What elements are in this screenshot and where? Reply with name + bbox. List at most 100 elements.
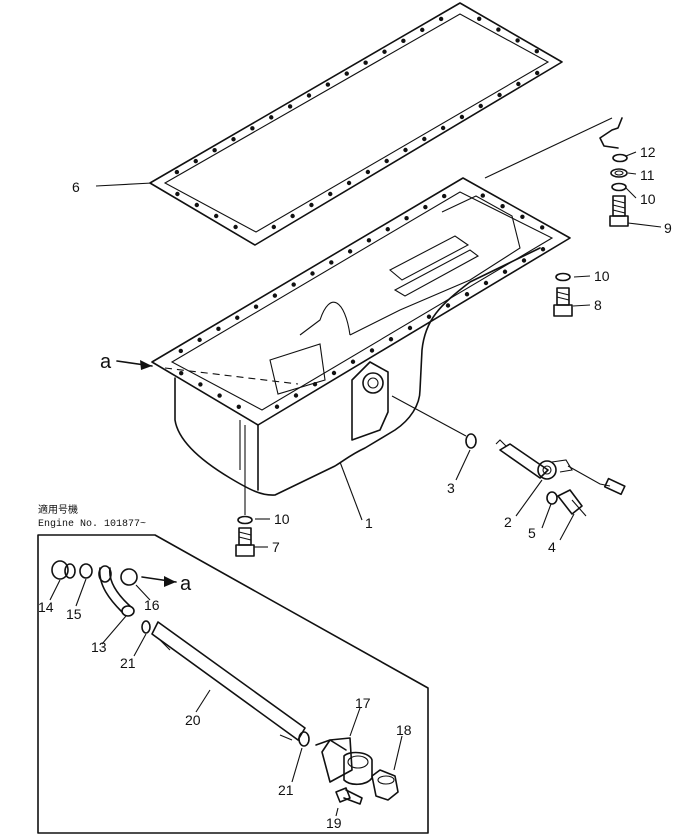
pan-bolt-hole <box>217 393 222 398</box>
gasket-bolt-hole <box>325 82 331 87</box>
pan-bolt-hole <box>350 359 356 364</box>
callout-5: 5 <box>528 525 536 541</box>
pan-bolt-hole <box>521 258 527 263</box>
gasket-bolt-hole <box>271 224 277 230</box>
pan-bolt-hole <box>274 404 280 409</box>
gasket-bolt-hole <box>477 16 482 21</box>
sensor-assembly-2 <box>495 439 626 517</box>
pan-bolt-hole <box>366 238 372 243</box>
pan-bolt-hole <box>253 304 259 309</box>
callout-11: 11 <box>640 167 655 183</box>
leader-lines <box>49 151 662 817</box>
callout-13: 13 <box>91 639 107 655</box>
pan-bolt-hole <box>347 249 353 254</box>
pan-bolt-hole <box>293 393 299 398</box>
gasket-bolt-hole <box>175 191 180 197</box>
hardware-stack-right <box>599 117 629 227</box>
callout-19: 19 <box>326 815 342 831</box>
pan-bolt-hole <box>178 348 184 354</box>
gasket-bolt-hole <box>363 60 368 65</box>
gasket-bolt-hole <box>420 27 425 33</box>
pan-bolt-hole <box>520 214 525 219</box>
callout-6: 6 <box>72 179 80 195</box>
pan-bolt-hole <box>329 260 334 265</box>
gasket-bolt-hole <box>212 147 217 153</box>
pan-bolt-hole <box>331 370 337 376</box>
ref-a-main: a <box>100 351 112 373</box>
inset-parts <box>51 560 399 805</box>
gasket-bolt-hole <box>233 224 238 230</box>
callout-4: 4 <box>548 539 556 555</box>
gasket-bolt-hole <box>214 213 219 219</box>
gasket-bolt-hole <box>401 38 406 44</box>
gasket-bolt-hole <box>534 70 540 76</box>
pan-bolt-hole <box>445 303 451 308</box>
pan-bolt-hole <box>236 404 241 409</box>
gasket-bolt-hole <box>382 49 387 54</box>
pan-bolt-hole <box>404 215 409 221</box>
gasket-bolt-hole <box>515 38 520 43</box>
pan-bolt-hole <box>291 282 296 287</box>
gasket-bolt-hole <box>422 136 427 142</box>
callout-8: 8 <box>594 297 602 313</box>
callout-20: 20 <box>185 712 201 728</box>
gasket-bolt-hole <box>194 202 199 208</box>
gasket <box>149 2 563 246</box>
callout-3: 3 <box>447 480 455 496</box>
gasket-bolt-hole <box>440 125 446 131</box>
pan-bolt-hole <box>500 204 505 209</box>
gasket-bolt-hole <box>231 137 236 142</box>
pan-bolt-hole <box>312 382 318 387</box>
callout-15: 15 <box>66 606 82 622</box>
pan-bolt-hole <box>483 280 489 286</box>
callout-labels: 6 12 11 10 9 10 8 a 3 1 10 7 2 5 4 適用号機 … <box>38 144 672 831</box>
gasket-bolt-hole <box>496 27 501 32</box>
pan-bolt-hole <box>310 271 315 276</box>
callout-2: 2 <box>504 514 512 530</box>
callout-21-lower: 21 <box>278 782 294 798</box>
callout-1: 1 <box>365 515 373 531</box>
bolt-8-assembly <box>553 272 573 317</box>
pan-bolt-hole <box>540 225 545 230</box>
pan-bolt-hole <box>198 382 203 387</box>
gasket-bolt-hole <box>516 81 521 87</box>
oil-pan <box>151 177 571 496</box>
gasket-bolt-hole <box>384 158 389 164</box>
callout-17: 17 <box>355 695 371 711</box>
pan-bolt-hole <box>426 314 432 319</box>
inset-note-line2: Engine No. 101877~ <box>38 518 146 530</box>
gasket-bolt-hole <box>193 158 198 164</box>
callout-14: 14 <box>38 599 54 615</box>
gasket-bolt-hole <box>478 103 483 109</box>
pan-bolt-hole <box>272 293 278 298</box>
pan-bolt-hole <box>441 193 447 199</box>
pan-bolt-hole <box>502 269 508 274</box>
pan-bolt-hole <box>179 371 184 376</box>
callout-18: 18 <box>396 722 412 738</box>
gasket-bolt-hole <box>365 169 371 175</box>
callout-16: 16 <box>144 597 160 613</box>
pan-bolt-hole <box>235 315 240 320</box>
pan-bolt-hole <box>480 193 485 198</box>
gasket-bolt-hole <box>346 180 352 186</box>
callout-10-mid: 10 <box>594 268 610 284</box>
o-ring-3 <box>465 433 477 449</box>
bolt-7-assembly <box>235 425 255 557</box>
pan-bolt-hole <box>197 337 202 343</box>
gasket-bolt-hole <box>459 114 465 120</box>
pan-bolt-hole <box>540 247 546 252</box>
callout-10-low: 10 <box>274 511 290 527</box>
gasket-bolt-hole <box>534 49 539 54</box>
gasket-bolt-hole <box>438 16 444 22</box>
callout-12: 12 <box>640 144 656 160</box>
gasket-bolt-hole <box>306 93 312 98</box>
pan-bolt-hole <box>464 292 470 297</box>
gasket-bolt-hole <box>344 71 349 76</box>
inset-note-line1: 適用号機 <box>38 503 78 517</box>
gasket-bolt-hole <box>497 92 502 98</box>
gasket-bolt-hole <box>403 147 408 153</box>
callout-7: 7 <box>272 539 280 555</box>
pan-bolt-hole <box>407 325 413 331</box>
pan-bolt-hole <box>388 337 394 342</box>
callout-21-upper: 21 <box>120 655 136 671</box>
